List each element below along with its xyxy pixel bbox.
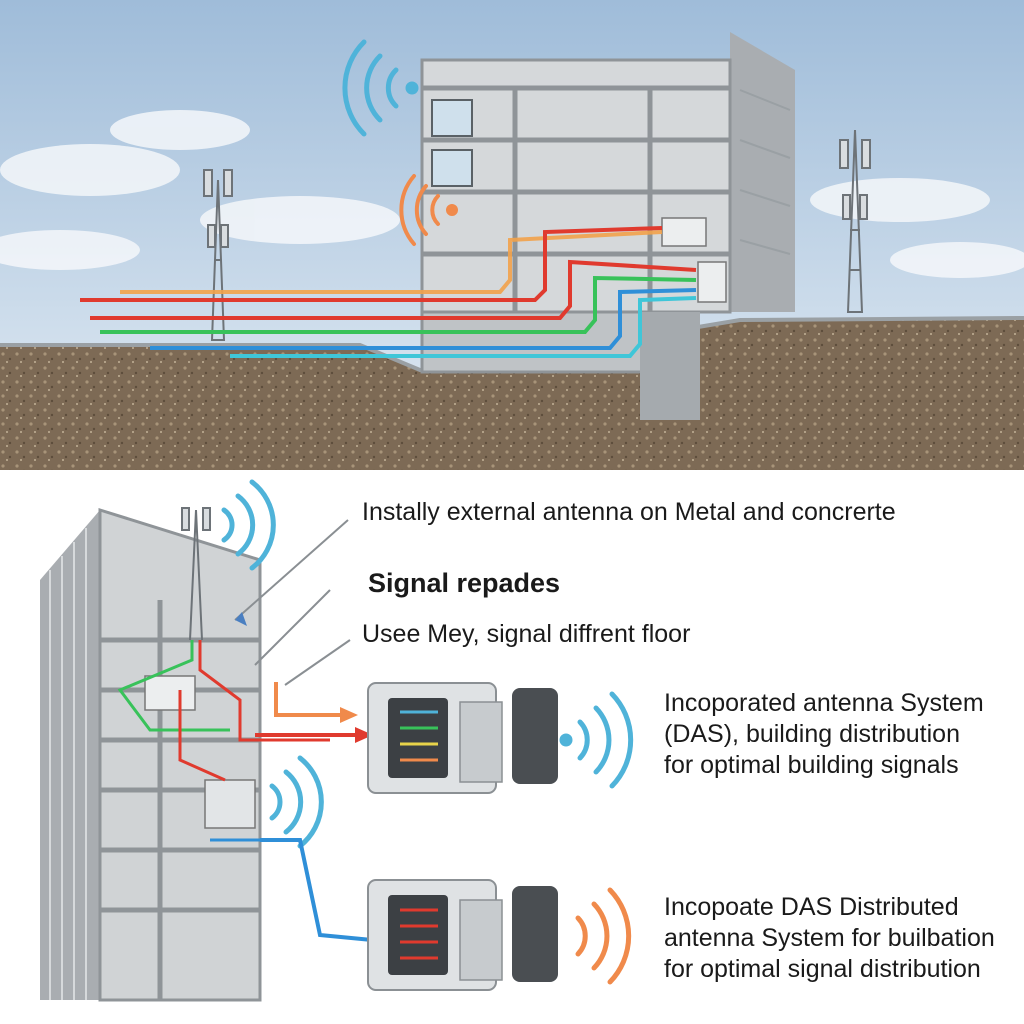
repeater-unit [204, 779, 256, 829]
das-unit-icon [367, 682, 558, 794]
das-bottom-line: antenna System for builbation [664, 924, 995, 952]
arrow-icon [340, 707, 358, 723]
signal-cables [80, 226, 697, 358]
wifi-signal-icon [342, 39, 419, 137]
arrow-icon [355, 727, 373, 743]
top-scene [0, 0, 1024, 470]
das-top-line: (DAS), building distribution [664, 720, 960, 748]
das-bottom-line: for optimal signal distribution [664, 955, 981, 983]
cell-tower-icon [181, 507, 211, 641]
wifi-signal-icon [559, 691, 634, 789]
building-cutaway [420, 32, 795, 420]
repeater-unit [661, 217, 707, 247]
bottom-scene [40, 479, 634, 1002]
das-top-description: Incoporated antenna System (DAS), buildi… [664, 688, 984, 781]
clouds [0, 110, 1024, 278]
repeater-unit [697, 261, 727, 303]
arrow-icon [255, 682, 373, 942]
wifi-signal-icon [575, 887, 632, 985]
das-bottom-line: Incopoate DAS Distributed [664, 893, 959, 921]
repeater-unit [144, 675, 196, 711]
wifi-signal-icon [399, 174, 458, 246]
das-top-line: for optimal building signals [664, 751, 959, 779]
external-antenna-label: Instally external antenna on Metal and c… [362, 498, 896, 526]
wifi-signal-icon [269, 755, 324, 849]
das-unit-icon [367, 879, 558, 991]
wifi-signal-icon [221, 479, 276, 571]
label-pointers [234, 519, 351, 686]
signal-heading: Signal repades [368, 568, 561, 598]
floor-signal-label: Usee Mey, signal diffrent floor [362, 620, 691, 648]
das-bottom-description: Incopoate DAS Distributed antenna System… [664, 892, 995, 985]
cell-tower-icon [839, 129, 871, 313]
das-top-line: Incoporated antenna System [664, 689, 984, 717]
